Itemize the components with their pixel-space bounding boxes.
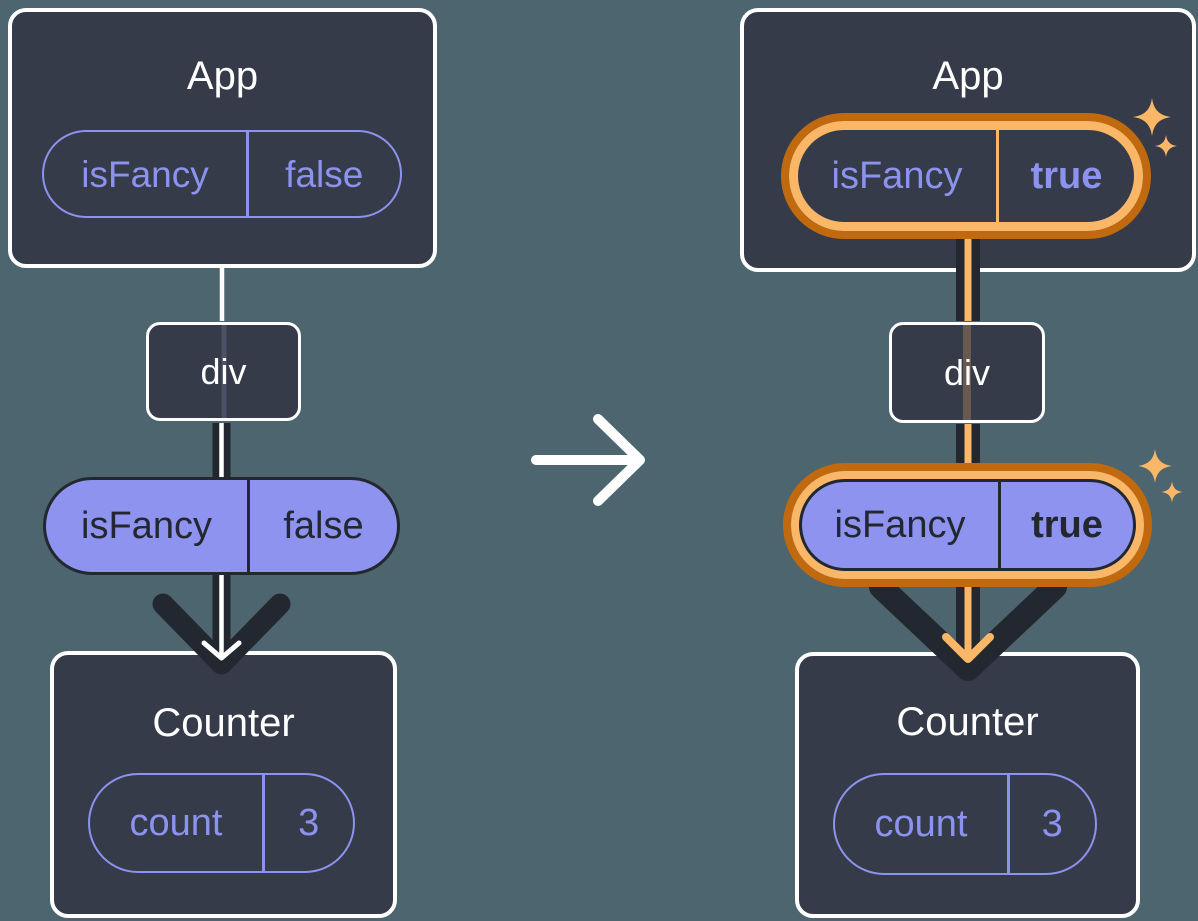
sparkle-icon xyxy=(1161,481,1183,503)
pill-value: true xyxy=(1031,504,1103,546)
prop-pill-after-highlight: isFancy true xyxy=(783,463,1152,587)
pill-divider xyxy=(246,132,249,216)
pill-key: isFancy xyxy=(834,504,966,546)
pill-key: isFancy xyxy=(81,153,209,195)
app-component-title: App xyxy=(932,54,1004,98)
counter-state-pill-before: count 3 xyxy=(88,773,355,873)
pill-key: count xyxy=(874,803,968,845)
pill-key: count xyxy=(129,802,223,844)
div-element-label: div xyxy=(943,351,991,393)
pill-divider xyxy=(262,775,265,871)
pill-value: true xyxy=(1030,155,1103,197)
prop-pill-after: isFancy true xyxy=(799,479,1136,571)
pill-value: 3 xyxy=(298,802,320,844)
pill-value: false xyxy=(285,153,364,195)
pill-divider xyxy=(998,482,1001,568)
pill-value: 3 xyxy=(1041,803,1063,845)
pill-divider xyxy=(1007,775,1010,873)
prop-pill-before: isFancy false xyxy=(43,477,400,575)
app-component-title: App xyxy=(186,54,259,98)
div-element-card-after: div xyxy=(889,322,1045,423)
counter-state-pill-after: count 3 xyxy=(833,773,1097,875)
app-state-pill-after-highlight: isFancy true xyxy=(781,113,1151,239)
highlight-ring: isFancy true xyxy=(789,121,1143,231)
counter-component-title: Counter xyxy=(896,700,1039,744)
right-arrow-icon xyxy=(531,414,645,506)
div-element-card-before: div xyxy=(146,322,301,421)
connector-behind-div xyxy=(963,325,971,420)
div-element-label: div xyxy=(200,350,247,392)
pill-key: isFancy xyxy=(831,155,963,197)
pill-key: isFancy xyxy=(81,505,212,547)
pill-value: false xyxy=(283,505,364,547)
counter-component-title: Counter xyxy=(152,701,295,745)
app-state-pill-after: isFancy true xyxy=(798,130,1134,222)
pill-divider xyxy=(247,480,250,572)
highlight-ring: isFancy true xyxy=(791,471,1144,579)
connector-behind-div xyxy=(221,325,226,418)
app-state-pill-before: isFancy false xyxy=(42,130,402,218)
pill-divider xyxy=(996,130,999,222)
sparkle-icon xyxy=(1138,449,1172,483)
